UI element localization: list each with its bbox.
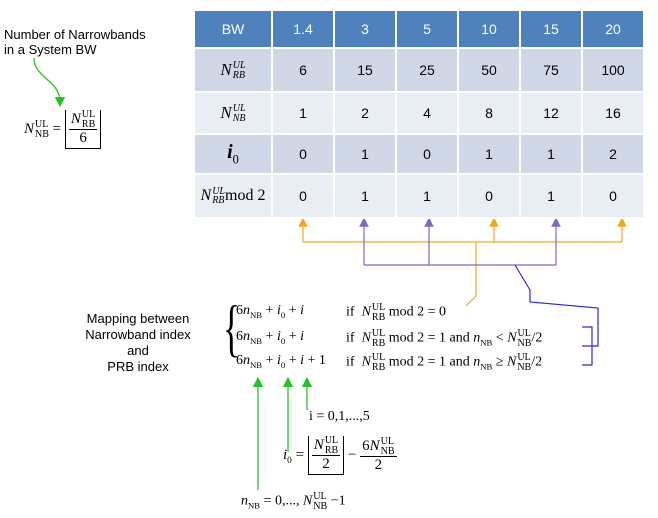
row-label: i0 <box>193 133 273 175</box>
table-cell: 25 <box>395 47 459 93</box>
piecewise-line-3: 6nNB + i0 + i + 1 <box>236 353 326 370</box>
table-cell: 1 <box>395 173 459 219</box>
purple-connector <box>359 217 561 266</box>
column-header: 10 <box>457 9 521 49</box>
table-header-row: BW 1.4 3 5 10 15 20 <box>193 9 645 49</box>
table-cell: 8 <box>457 91 521 135</box>
table-cell: 0 <box>271 133 335 175</box>
table-cell: 2 <box>581 133 645 175</box>
column-header: 1.4 <box>271 9 335 49</box>
table-cell: 1 <box>271 91 335 135</box>
caption-line: Narrowband index <box>85 327 191 342</box>
caption-line: Mapping between <box>86 311 190 326</box>
caption-line: PRB index <box>107 359 169 374</box>
table-cell: 2 <box>333 91 397 135</box>
table-cell: 1 <box>457 133 521 175</box>
column-header: 15 <box>519 9 583 49</box>
piecewise-line-2: 6nNB + i0 + i <box>236 329 304 346</box>
caption-line: Number of Narrowbands <box>4 27 146 42</box>
table-cell: 12 <box>519 91 583 135</box>
table-cell: 6 <box>271 47 335 93</box>
caption-line: in a System BW <box>4 42 97 57</box>
narrowband-count-caption: Number of Narrowbands in a System BW <box>4 27 146 57</box>
table-cell: 0 <box>457 173 521 219</box>
green-arrows <box>33 57 313 490</box>
table-cell: 16 <box>581 91 645 135</box>
table-cell: 1 <box>519 173 583 219</box>
piecewise-line-1: 6nNB + i0 + i <box>236 303 304 320</box>
i-range: i = 0,1,...,5 <box>309 409 370 424</box>
blue-connector <box>514 264 599 366</box>
column-header: 3 <box>333 9 397 49</box>
orange-connector <box>298 217 627 307</box>
piecewise-brace: { <box>223 292 240 363</box>
table-cell: 0 <box>581 173 645 219</box>
table-cell: 0 <box>395 133 459 175</box>
column-header: 20 <box>581 9 645 49</box>
table-cell: 50 <box>457 47 521 93</box>
table-cell: 1 <box>519 133 583 175</box>
table-cell: 1 <box>333 133 397 175</box>
table-row: i0 0 1 0 1 1 2 <box>193 133 645 175</box>
column-header: BW <box>193 9 273 49</box>
table-cell: 100 <box>581 47 645 93</box>
column-header: 5 <box>395 9 459 49</box>
table-cell: 15 <box>333 47 397 93</box>
mapping-caption: Mapping between Narrowband index and PRB… <box>70 311 206 375</box>
caption-line: and <box>127 343 149 358</box>
table-cell: 4 <box>395 91 459 135</box>
table-cell: 1 <box>333 173 397 219</box>
table-cell: 75 <box>519 47 583 93</box>
table-cell: 0 <box>271 173 335 219</box>
